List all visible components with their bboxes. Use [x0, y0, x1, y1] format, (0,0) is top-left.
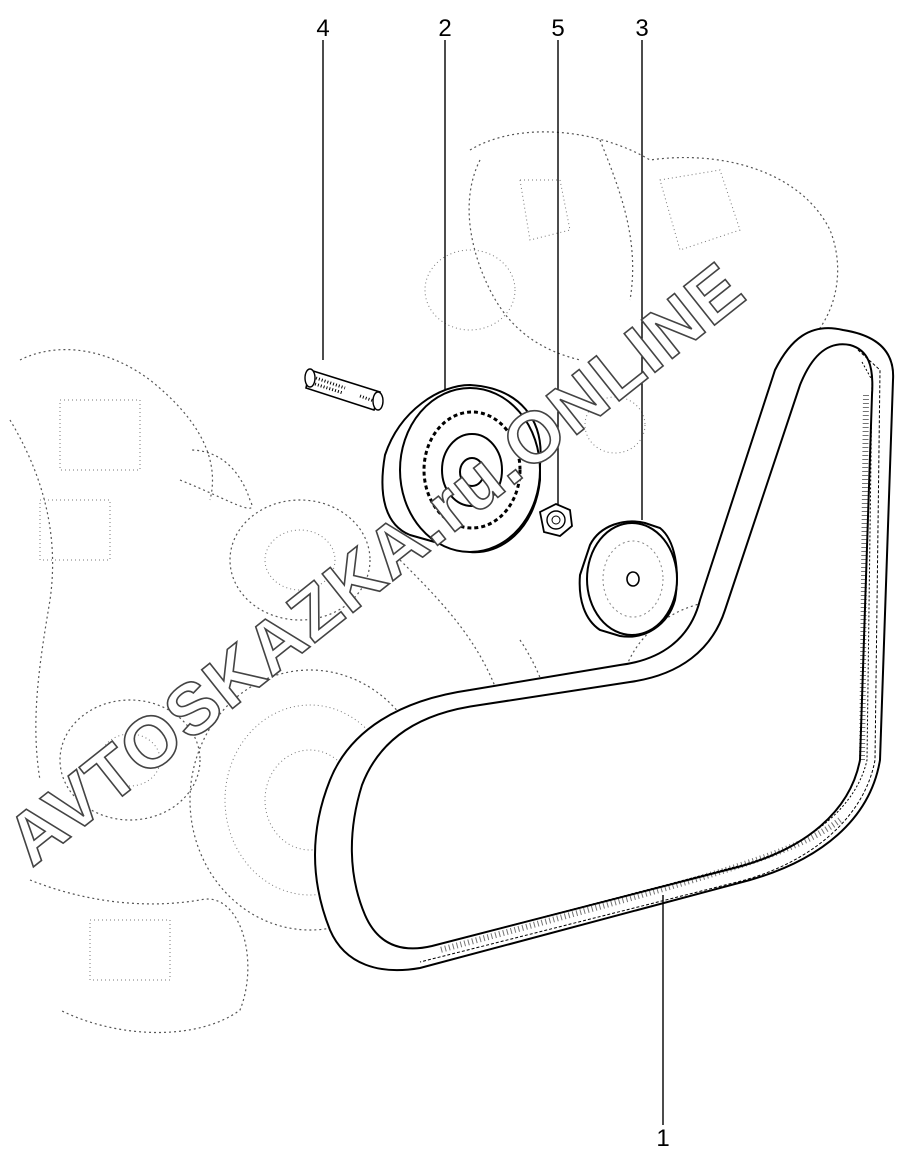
callout-4: 4	[316, 15, 329, 42]
callout-2: 2	[438, 15, 451, 42]
nut	[538, 503, 573, 537]
idler-pulley	[578, 520, 678, 638]
callout-3: 3	[635, 15, 648, 42]
leader-lines	[322, 40, 664, 1125]
belt	[314, 327, 895, 972]
callout-labels: 4 2 5 3 1	[316, 15, 669, 1152]
callout-5: 5	[551, 15, 564, 42]
stud	[304, 368, 384, 412]
tensioner-pulley	[381, 383, 542, 554]
callout-1: 1	[656, 1125, 669, 1152]
